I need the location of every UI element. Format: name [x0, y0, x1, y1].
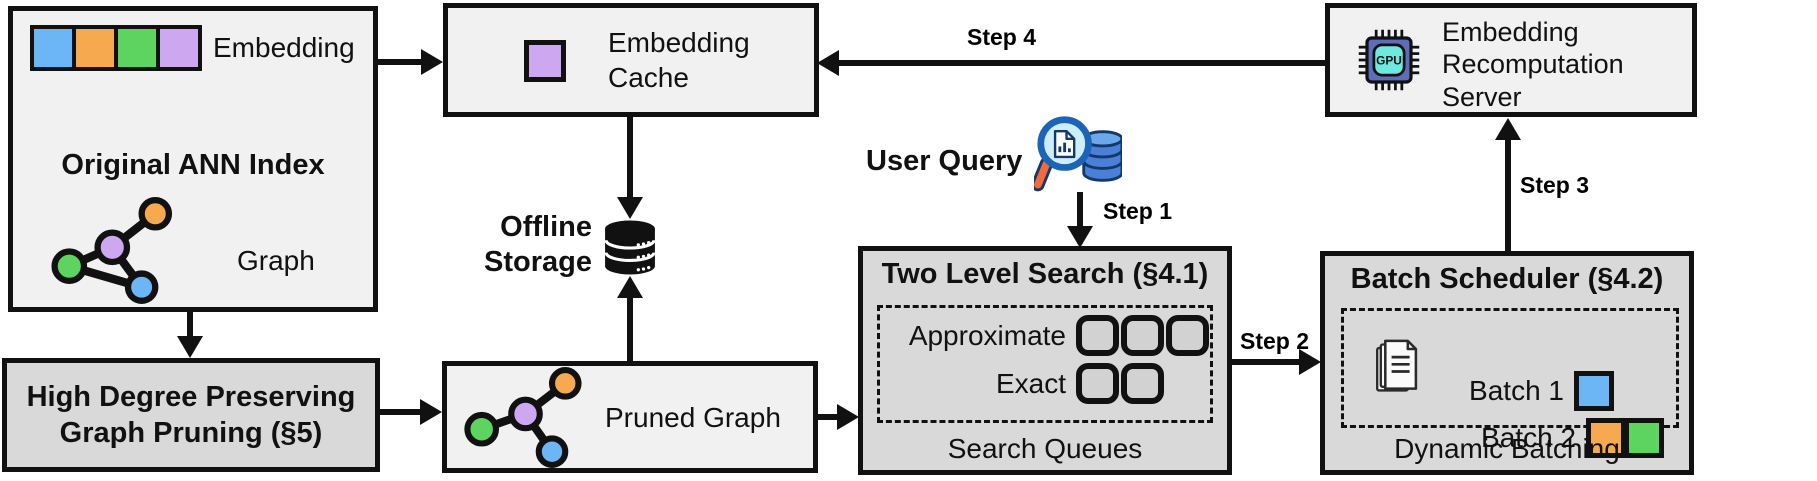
pruned-graph-icon: [464, 367, 582, 468]
graph-pruning-label-line1: High Degree Preserving: [26, 380, 356, 413]
embedding-cell-orange: [76, 29, 114, 67]
dynamic-batching-panel: Batch 1 Batch 2: [1341, 308, 1679, 458]
exact-queue-row: Exact: [880, 363, 1210, 404]
batch-1-row: Batch 1: [1469, 371, 1664, 411]
offline-storage-database-icon: [604, 220, 656, 275]
exact-queue-slots: [1076, 363, 1164, 404]
gpu-chip-icon: GPU: [1358, 29, 1420, 91]
embedding-cell-blue: [34, 29, 72, 67]
embedding-cache-box: Embedding Cache: [443, 3, 819, 117]
offline-storage-line2: Storage: [484, 245, 592, 278]
arrow-index-to-pruning: [177, 312, 203, 358]
step-3-label: Step 3: [1520, 172, 1590, 198]
batch-scheduler-box: Batch Scheduler (§4.2) Batch 1: [1320, 251, 1694, 475]
batch-1-label: Batch 1: [1469, 375, 1564, 406]
pruned-graph-box: Pruned Graph: [442, 361, 818, 473]
arrow-pruning-to-pruned-graph: [380, 399, 442, 425]
gpu-chip-text: GPU: [1376, 54, 1402, 68]
batch-2-row: Batch 2: [1469, 418, 1664, 458]
step-4-label: Step 4: [967, 24, 1037, 50]
pruned-graph-label: Pruned Graph: [605, 402, 781, 433]
original-graph-icon: [51, 197, 173, 304]
queries-papers-icon: [1376, 339, 1418, 392]
arrow-step3-scheduler-to-server: [1495, 118, 1521, 252]
arrow-step1-query-to-search: [1067, 192, 1093, 248]
queue-slot: [1121, 315, 1164, 356]
approximate-label: Approximate: [908, 319, 1066, 351]
arrow-pruned-graph-to-storage: [617, 276, 643, 363]
graph-pruning-label-line2: Graph Pruning (§5): [59, 417, 323, 449]
user-query-label: User Query: [866, 145, 1023, 177]
batch-2-item-green: [1624, 418, 1664, 458]
queue-slot: [1121, 363, 1164, 404]
offline-storage-label: Offline Storage: [462, 210, 592, 280]
user-query-search-icon: [1034, 116, 1122, 192]
step-1-label: Step 1: [1103, 198, 1173, 224]
batch-2-items: [1586, 418, 1664, 458]
graph-label: Graph: [237, 245, 315, 276]
embedding-cell-green: [118, 29, 156, 67]
recomputation-server-label: Embedding Recomputation Server: [1442, 17, 1624, 112]
batch-2-label: Batch 2: [1481, 422, 1576, 453]
arrow-step4-server-to-cache: [817, 50, 1326, 76]
queue-slot: [1166, 315, 1209, 356]
batch-rows: Batch 1 Batch 2: [1469, 371, 1664, 458]
search-queues-panel: Approximate Exact: [877, 305, 1213, 423]
dynamic-batching-caption: Dynamic Batching: [1394, 433, 1620, 464]
recomputation-server-box: GPU Embedding Recomputation Server: [1325, 3, 1697, 117]
approximate-queue-slots: [1076, 315, 1209, 356]
arrow-index-to-cache: [378, 49, 443, 75]
batch-2-item-orange: [1586, 418, 1626, 458]
embedding-cache-label: Embedding Cache: [608, 27, 750, 93]
queue-slot: [1076, 363, 1119, 404]
cached-embedding-swatch: [524, 40, 566, 82]
embedding-cell-purple: [160, 29, 198, 67]
original-ann-index-title: Original ANN Index: [61, 149, 325, 181]
batch-scheduler-title: Batch Scheduler (§4.2): [1350, 263, 1664, 295]
original-ann-index-box: Embedding Original ANN Index Graph: [8, 6, 378, 312]
embedding-vector-icon: [30, 25, 202, 71]
two-level-search-box: Two Level Search (§4.1) Approximate Exac…: [858, 246, 1232, 475]
offline-storage-line1: Offline: [500, 211, 592, 243]
exact-label: Exact: [995, 367, 1066, 399]
step-2-label: Step 2: [1240, 328, 1310, 354]
search-queues-caption: Search Queues: [947, 433, 1143, 464]
arrow-step2-search-to-scheduler: [1231, 349, 1321, 375]
queue-slot: [1076, 315, 1119, 356]
approximate-queue-row: Approximate: [880, 315, 1210, 356]
arrow-pruned-graph-to-search: [817, 404, 859, 430]
batch-1-item-blue: [1574, 371, 1614, 411]
arrow-cache-to-storage: [617, 115, 643, 219]
two-level-search-title: Two Level Search (§4.1): [881, 258, 1209, 290]
graph-pruning-box: High Degree Preserving Graph Pruning (§5…: [2, 358, 380, 472]
embedding-label: Embedding: [213, 32, 355, 63]
